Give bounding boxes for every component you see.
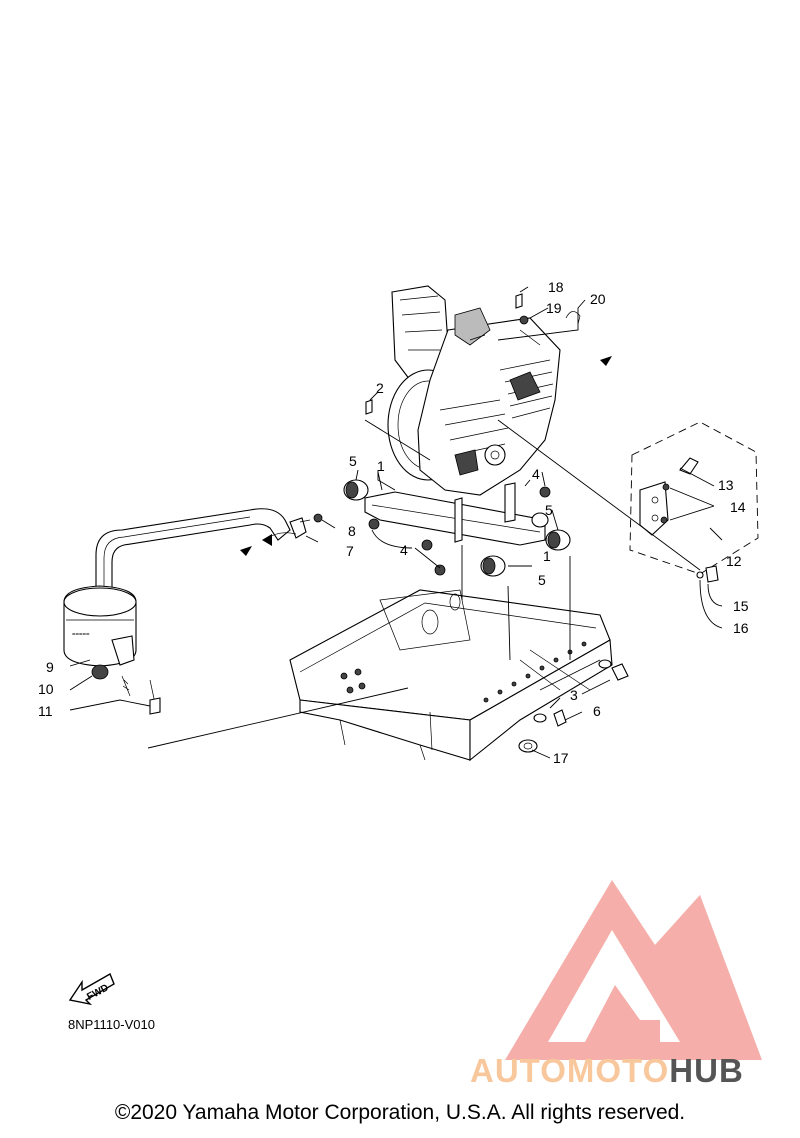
part-label: 3 [570,687,578,703]
part-label: 7 [346,543,354,559]
diagram-code: 8NP1110-V010 [68,1017,155,1032]
part-label: 10 [38,681,54,697]
direction-arrows [240,356,612,556]
muffler-assembly: ===== [63,508,323,709]
part-labels: 1 1 2 3 4 4 5 5 5 6 7 8 9 10 11 12 13 14… [38,279,749,766]
part-label: 8 [348,523,356,539]
part-label: 12 [726,553,742,569]
svg-text:=====: ===== [72,632,90,638]
part-label: 5 [545,502,553,518]
part-label: 6 [593,703,601,719]
leader-lines [69,286,723,759]
part-label: 13 [718,477,734,493]
part-label: 18 [548,279,564,295]
part-label: 15 [733,598,749,614]
part-label: 2 [376,380,384,396]
engine-mount-brackets [343,479,571,577]
bracket-group [629,421,759,575]
watermark-logo [505,880,762,1060]
watermark-text-b: HUB [669,1052,744,1089]
part-label: 16 [733,620,749,636]
frame-assembly [289,589,613,762]
fwd-arrow-icon: FWD [68,972,115,1006]
part-label: 4 [400,542,408,558]
part-label: 19 [546,300,562,316]
part-label: 5 [349,453,357,469]
hardware [149,293,719,753]
watermark-text-a: AUTOMOTO [470,1052,670,1089]
part-label: 14 [730,499,746,515]
part-label: 17 [553,750,569,766]
part-label: 1 [543,548,551,564]
part-label: 5 [538,572,546,588]
part-label: 9 [46,659,54,675]
copyright-notice: ©2020 Yamaha Motor Corporation, U.S.A. A… [114,1101,686,1124]
part-label: 1 [377,458,385,474]
part-label: 4 [532,466,540,482]
watermark-wordmark: AUTOMOTOHUB [470,1052,744,1090]
engine-assembly [387,285,561,496]
part-label: 20 [590,291,606,307]
part-label: 11 [38,703,53,719]
